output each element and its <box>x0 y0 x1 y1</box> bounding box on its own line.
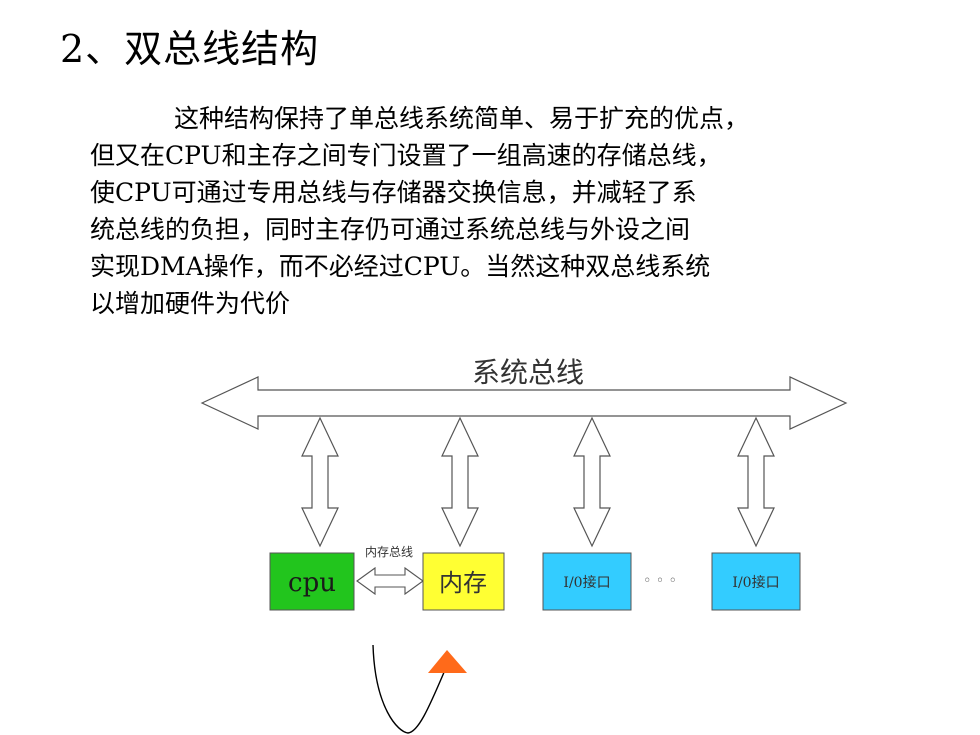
io-right-bus-connector <box>737 416 775 548</box>
io-left-bus-connector <box>573 416 611 548</box>
io-interface-box-left <box>542 552 632 611</box>
curved-pointer-line <box>372 644 446 734</box>
memory-bus-connector <box>441 416 479 548</box>
cpu-box <box>269 552 355 611</box>
io-interface-box-right <box>711 552 801 611</box>
memory-bus-arrow <box>356 566 424 596</box>
system-bus-arrow <box>200 376 848 430</box>
cpu-bus-connector <box>301 416 339 548</box>
io-interface-label-left: I/0接口 <box>563 574 610 591</box>
memory-label: 内存 <box>439 569 487 597</box>
ellipsis-dots: ◦ ◦ ◦ <box>643 573 677 589</box>
system-bus-label: 系统总线 <box>472 356 584 389</box>
paragraph-line: 但又在CPU和主存之间专门设置了一组高速的存储总线， <box>90 141 722 170</box>
paragraph-line: 以增加硬件为代价 <box>90 289 291 318</box>
page-title: 2、双总线结构 <box>60 27 320 71</box>
io-interface-label-right: I/0接口 <box>732 574 779 591</box>
memory-box <box>422 552 505 611</box>
paragraph-line: 统总线的负担，同时主存仍可通过系统总线与外设之间 <box>90 215 691 244</box>
body-paragraph: 这种结构保持了单总线系统简单、易于扩充的优点， 但又在CPU和主存之间专门设置了… <box>90 100 920 322</box>
paragraph-line: 实现DMA操作，而不必经过CPU。当然这种双总线系统 <box>90 252 711 281</box>
orange-triangle-arrowhead <box>428 650 467 673</box>
memory-bus-label: 内存总线 <box>365 545 413 559</box>
paragraph-line: 这种结构保持了单总线系统简单、易于扩充的优点， <box>174 104 750 133</box>
paragraph-line: 使CPU可通过专用总线与存储器交换信息，并减轻了系 <box>90 178 697 207</box>
cpu-label: cpu <box>288 568 336 598</box>
